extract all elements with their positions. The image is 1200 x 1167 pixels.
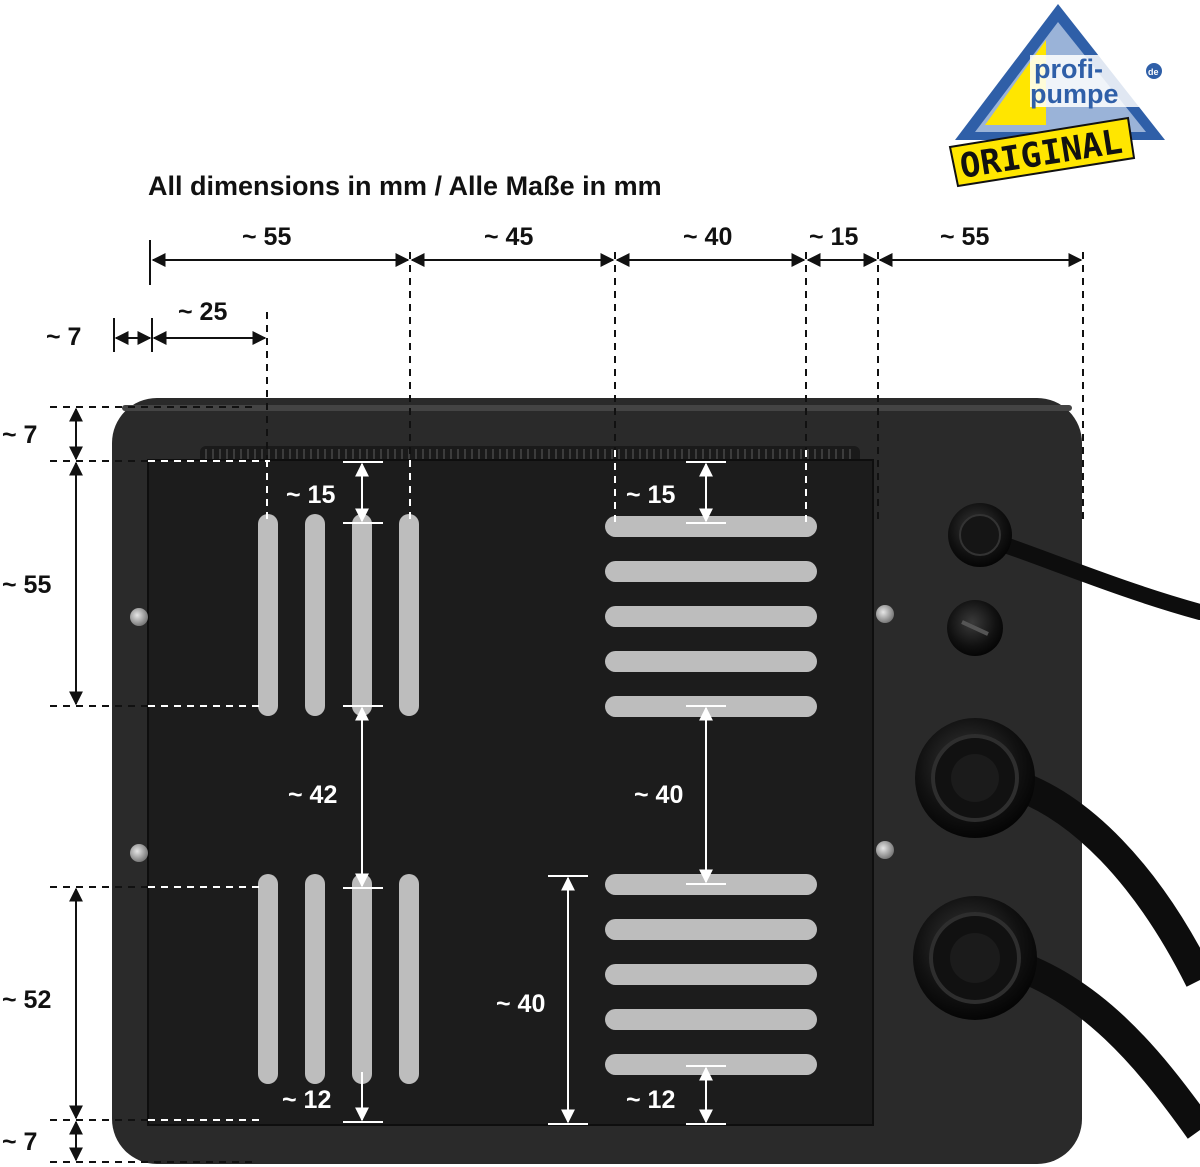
label-side-7-top: ~ 7 bbox=[2, 421, 37, 449]
cable-connections bbox=[913, 503, 1200, 1139]
label-side-7-bottom: ~ 7 bbox=[2, 1128, 37, 1156]
logo-tld-badge bbox=[1146, 63, 1162, 79]
dimension-arrows-light bbox=[343, 461, 726, 1125]
brand-logo: profi- pumpe de ORIGINAL bbox=[948, 4, 1165, 188]
label-inner-15-right: ~ 15 bbox=[626, 481, 675, 509]
pump-control-housing bbox=[112, 398, 1082, 1164]
label-top-40: ~ 40 bbox=[683, 223, 732, 251]
front-plate-edge bbox=[147, 459, 874, 1126]
housing-rim-highlight bbox=[122, 405, 1072, 411]
label-inner-12-left: ~ 12 bbox=[282, 1086, 331, 1114]
label-left-7: ~ 7 bbox=[46, 323, 81, 351]
logo-badge-bar bbox=[948, 116, 1136, 188]
label-inner-12-right: ~ 12 bbox=[626, 1086, 675, 1114]
cable-gland-icon bbox=[915, 718, 1035, 838]
dimension-labels-light: ~ 15 ~ 15 ~ 42 ~ 40 ~ 40 ~ 12 ~ 12 bbox=[282, 481, 683, 1114]
cable-gland-icon bbox=[913, 896, 1037, 1020]
drawing-title: All dimensions in mm / Alle Maße in mm bbox=[148, 171, 662, 201]
logo-brand-line2: pumpe bbox=[1030, 79, 1119, 109]
extension-lines-dark bbox=[50, 252, 1084, 1163]
label-top-55-left: ~ 55 bbox=[242, 223, 291, 251]
extension-lines-light bbox=[148, 450, 807, 1121]
label-top-55-right: ~ 55 bbox=[940, 223, 989, 251]
label-inner-15-left: ~ 15 bbox=[286, 481, 335, 509]
label-inner-40-low: ~ 40 bbox=[496, 990, 545, 1018]
logo-tld: de bbox=[1148, 67, 1159, 77]
logo-brand-line1: profi- bbox=[1034, 54, 1103, 84]
vertical-vent-slots-lower bbox=[258, 874, 419, 1084]
screw-icon bbox=[130, 608, 148, 626]
label-top-15: ~ 15 bbox=[809, 223, 858, 251]
logo-text-backing bbox=[1030, 55, 1160, 107]
label-side-52: ~ 52 bbox=[2, 986, 51, 1014]
horizontal-vent-slots-upper bbox=[605, 516, 817, 717]
cable-gland-icon bbox=[948, 503, 1012, 567]
label-top-45: ~ 45 bbox=[484, 223, 533, 251]
screw-icon bbox=[876, 841, 894, 859]
label-inner-40-mid: ~ 40 bbox=[634, 781, 683, 809]
fuse-holder-icon bbox=[947, 600, 1003, 656]
horizontal-vent-slots-lower bbox=[605, 874, 817, 1075]
label-left-25: ~ 25 bbox=[178, 298, 227, 326]
dimension-labels-dark: ~ 55 ~ 45 ~ 40 ~ 15 ~ 55 ~ 7 ~ 25 ~ 7 ~ … bbox=[2, 223, 989, 1156]
label-inner-42: ~ 42 bbox=[288, 781, 337, 809]
vertical-vent-slots-upper bbox=[258, 514, 419, 716]
label-side-55: ~ 55 bbox=[2, 571, 51, 599]
dimension-arrows-dark bbox=[69, 240, 1083, 1162]
screw-icon bbox=[130, 844, 148, 862]
screw-icon bbox=[876, 605, 894, 623]
